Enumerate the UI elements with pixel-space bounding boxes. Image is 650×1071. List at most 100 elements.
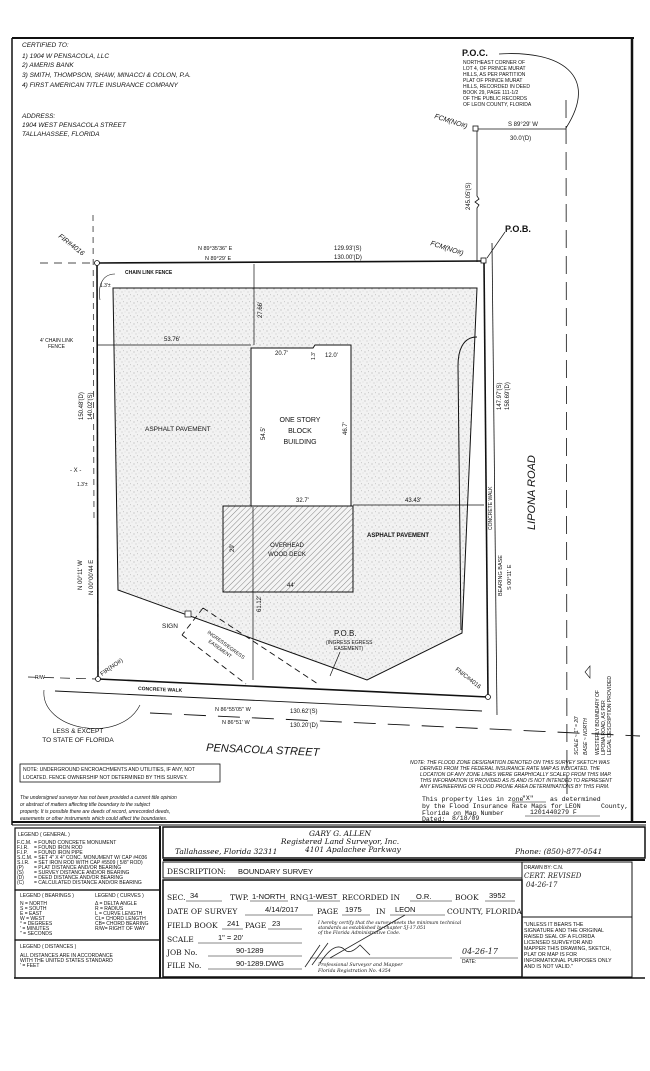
dim-20-7: 20.7' bbox=[275, 351, 288, 357]
north-bearing-survey: N 89°35'36" E bbox=[198, 246, 233, 252]
company-firm: Registered Land Surveyor, Inc. bbox=[280, 837, 399, 846]
field-book-label: FIELD BOOK bbox=[167, 921, 218, 930]
west-bearing-deed: N 00°00'44 E bbox=[89, 560, 95, 595]
flood-zone-text: Dated: bbox=[422, 816, 445, 823]
legend-abbr: F.I.R. bbox=[17, 845, 29, 851]
flood-map-number: 1201440279 F bbox=[530, 809, 577, 816]
poc-line: NORTHEAST CORNER OF bbox=[463, 60, 525, 66]
flood-note-line: NOTE: THE FLOOD ZONE DESIGNATION DENOTED… bbox=[410, 760, 610, 766]
ingress-egress-easement-outline bbox=[181, 607, 319, 685]
underground-note: NOTE: UNDERGROUND ENCROACHMENTS AND UTIL… bbox=[23, 767, 195, 773]
poc-line: HILLS, RECORDED IN DEED bbox=[463, 84, 530, 90]
flood-note-line: LOCATION OF ANY ZONE LINES WERE GRAPHICA… bbox=[420, 772, 611, 778]
signature-date: 04-26-17 bbox=[462, 947, 499, 956]
date-value: 4/14/2017 bbox=[265, 905, 298, 914]
deck-label: OVERHEAD bbox=[270, 543, 304, 549]
seal-note-line: PLAT OR MAP IS FOR bbox=[524, 952, 577, 958]
legend-item: N = NORTH bbox=[20, 901, 47, 907]
surveyor-signature bbox=[304, 914, 406, 968]
poc-monument-label: FCM(NO#) bbox=[433, 113, 468, 130]
underground-note-box bbox=[19, 763, 221, 783]
westerly-boundary-note: WESTERLY BOUNDARY OF bbox=[595, 690, 601, 755]
base-north-note: BASE ~ NORTH bbox=[583, 718, 589, 755]
address-heading: ADDRESS: bbox=[21, 113, 55, 120]
asphalt-label: ASPHALT PAVEMENT bbox=[367, 533, 429, 539]
flood-zone-text: as determined bbox=[550, 796, 601, 803]
poc-line: HILLS, AS PER PARTITION bbox=[463, 72, 526, 78]
poc-bearing: S 89°29' W bbox=[508, 122, 538, 128]
legend-desc: = FOUND IRON ROD bbox=[34, 845, 83, 851]
signature-date-label: DATE: bbox=[462, 959, 476, 965]
flood-note-line: THIS INFORMATION IS PROVIDED AS IS AND I… bbox=[420, 778, 613, 784]
legend-desc: = SET IRON ROD WITH CAP #5509 ( 5/8" ROD… bbox=[34, 860, 143, 866]
certified-item: 3) SMITH, THOMPSON, SHAW, MINACCI & COLO… bbox=[22, 72, 191, 79]
chain-link-fence-label: CHAIN LINK FENCE bbox=[125, 270, 173, 276]
fb-page-label: PAGE bbox=[245, 921, 266, 930]
flood-county: LEON bbox=[565, 803, 581, 810]
sec-label: SEC. bbox=[167, 893, 185, 902]
legend-desc: = FOUND CONCRETE MONUMENT bbox=[34, 840, 116, 846]
south-distance-deed: 130.20'(D) bbox=[290, 723, 318, 729]
legend-abbr: S.I.R. bbox=[17, 860, 30, 866]
legend-item: " = SECONDS bbox=[20, 931, 53, 937]
underground-note: LOCATED. FENCE OWNERSHIP NOT DETERMINED … bbox=[23, 775, 188, 781]
seal-note-line: INFORMATIONAL PURPOSES ONLY bbox=[524, 958, 612, 964]
south-walk-edge bbox=[54, 690, 483, 712]
flood-zone-text: County, bbox=[601, 803, 628, 810]
legend-curves-title: LEGEND ( CURVES ) bbox=[95, 893, 144, 899]
legend-item: S = SOUTH bbox=[20, 906, 47, 912]
legend-item: Δ = DELTA ANGLE bbox=[95, 901, 138, 907]
company-phone: Phone: (850)-877-0541 bbox=[514, 847, 602, 856]
deck-label: WOOD DECK bbox=[268, 552, 306, 558]
legend-item: ° = DEGREES bbox=[20, 921, 53, 927]
seal-validity-note: "UNLESS IT BEARS THE SIGNATURE AND THE O… bbox=[524, 922, 612, 970]
legend-abbr: F.I.P. bbox=[17, 850, 28, 856]
bearing-base-value: S 00°11' E bbox=[507, 564, 513, 590]
westerly-boundary-note: LIPONA ROAD, AS PER bbox=[601, 700, 607, 755]
less-except-label: TO STATE OF FLORIDA bbox=[42, 737, 114, 744]
legend-abbr: (P) bbox=[17, 865, 24, 871]
book-value: 3952 bbox=[489, 891, 506, 900]
legend-item: CB= CHORD BEARING bbox=[95, 921, 149, 927]
bearing-base-label: BEARING BASE bbox=[498, 555, 504, 596]
dim-27-66: 27.66' bbox=[258, 302, 264, 318]
certification-line: standards as established by chapter 5J-1… bbox=[318, 925, 426, 931]
street-name-lipona: LIPONA ROAD bbox=[526, 455, 538, 530]
recorded-label: RECORDED IN bbox=[342, 893, 401, 902]
sign-label: SIGN bbox=[162, 623, 178, 630]
south-bearing-deed: N 86°51' W bbox=[222, 720, 251, 726]
legend-desc: = DEED DISTANCE AND/OR BEARING bbox=[34, 875, 123, 881]
dim-12-0: 12.0' bbox=[325, 353, 338, 359]
dim-61-12: 61.12' bbox=[257, 596, 263, 612]
pavement-island-curb bbox=[457, 336, 478, 631]
poc-line: PLAT OF PRINCE MURAT bbox=[463, 78, 522, 84]
seal-note-line: AND IS NOT VALID." bbox=[524, 964, 573, 970]
legend-abbr: (S) bbox=[17, 870, 24, 876]
legend-bearings-list: N = NORTH S = SOUTH E = EAST W = WEST ° … bbox=[20, 901, 53, 937]
certified-item: 4) FIRST AMERICAN TITLE INSURANCE COMPAN… bbox=[22, 82, 179, 89]
twp-value: 1-NORTH bbox=[252, 892, 285, 901]
poc-distance: 30.0'(D) bbox=[510, 136, 531, 142]
disclaimer-line: The undersigned surveyor has not been pr… bbox=[20, 795, 177, 801]
file-label: FILE No. bbox=[167, 961, 201, 970]
scale-value: 1" = 20' bbox=[218, 933, 244, 942]
poc-line: BOOK 29, PAGE 111-1/2 bbox=[463, 90, 519, 96]
poc-line: OF LEON COUNTY, FLORIDA bbox=[463, 102, 532, 108]
file-value: 90-1289.DWG bbox=[236, 959, 284, 968]
one-story-block-building bbox=[250, 344, 352, 508]
flood-zone-text: by the Flood Insurance Rate Maps for bbox=[422, 803, 563, 810]
north-distance-deed: 130.00'(D) bbox=[334, 255, 362, 261]
dim-46-7: 46.7' bbox=[343, 422, 349, 435]
revision-date: 04-26-17 bbox=[526, 881, 558, 889]
south-distance-survey: 130.62'(S) bbox=[290, 709, 318, 715]
company-street: 4101 Apalachee Parkway bbox=[304, 845, 402, 854]
fence-label: FENCE bbox=[48, 344, 66, 350]
scale-note: SCALE ~ 1" = 20' bbox=[574, 715, 580, 755]
poc-tie-distance: 245.05'(S) bbox=[466, 183, 472, 211]
in-label: IN bbox=[376, 907, 386, 916]
dim-43-43: 43.43' bbox=[405, 498, 421, 504]
west-distance-survey: 140.02'(S) bbox=[88, 393, 94, 421]
dim-32-7: 32.7' bbox=[296, 498, 309, 504]
disclaimer-line: easements or other instruments which cou… bbox=[20, 816, 167, 822]
scale-label: SCALE bbox=[167, 935, 194, 944]
